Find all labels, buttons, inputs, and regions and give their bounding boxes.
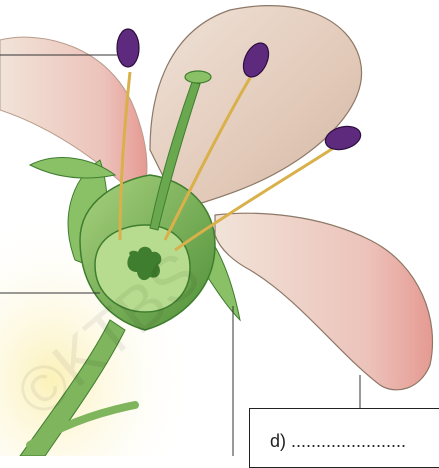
stigma [185,71,211,83]
flower-section-illustration: ©KTBS [0,0,439,456]
label-d-text: d) ....................... [270,431,406,452]
flower-diagram: ©KTBS d) ....................... [0,0,439,456]
label-box-d: d) ....................... [249,408,439,468]
petal-back [150,6,362,210]
anther-left [117,29,139,67]
